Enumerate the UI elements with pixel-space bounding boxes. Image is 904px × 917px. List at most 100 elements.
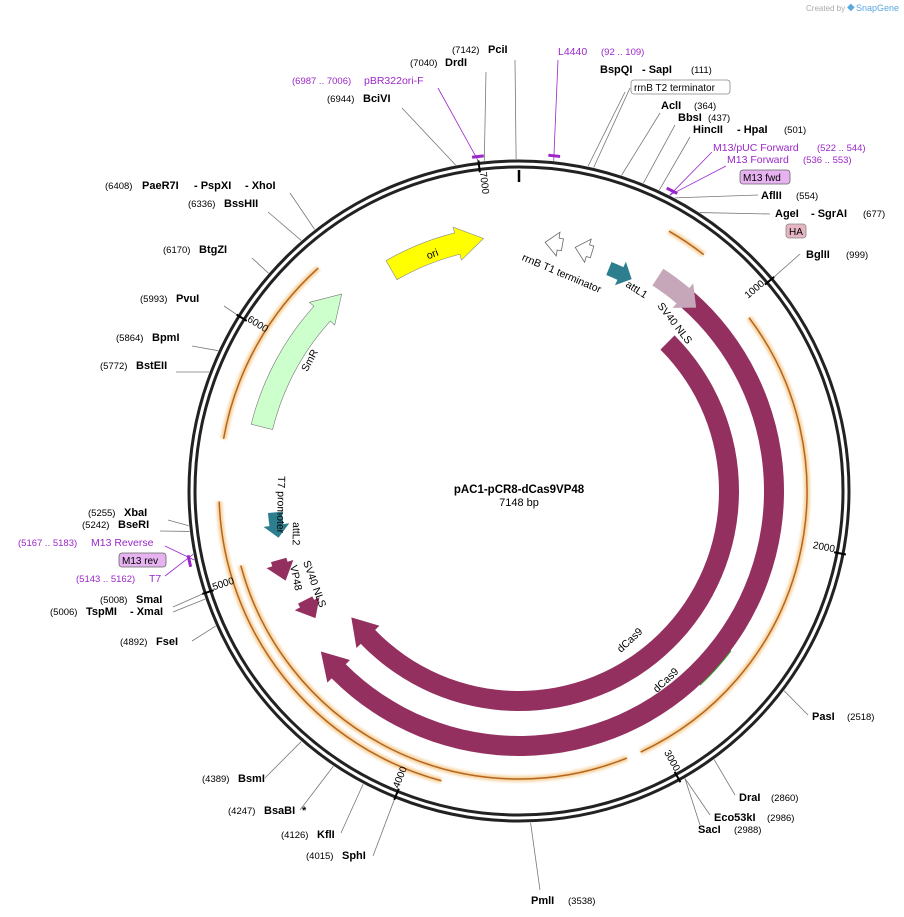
site-hincii-name: HincII [693,124,723,136]
attl1-label: attL1 [623,278,649,301]
primer-m13puc-pos: (522 .. 544) [817,143,866,154]
tick-mark-5000 [201,589,215,595]
tick-mark-1000 [764,276,775,286]
primer-t7-name: T7 [149,573,161,585]
vp48-arrow [294,596,320,619]
site-smai-name: SmaI [136,594,162,606]
plasmid-size: 7148 bp [499,497,539,509]
site-leader-13 [191,625,216,642]
dcas9-inner-band [351,335,740,712]
orange-arc-3 [222,267,319,440]
m13-fwd-label: M13 fwd [743,173,781,184]
ori-label: ori [425,247,440,262]
site-bseri-pos: (5242) [82,520,109,531]
m13-rev-label: M13 rev [122,556,158,567]
rrnb-t1-arrow [544,231,564,257]
site-leader-0 [514,59,517,160]
backbone-outer-ring [187,159,851,823]
site-paer7i-name: PaeR7I [142,180,179,192]
site-sphi-name: SphI [342,850,366,862]
site-eco53ki-name: Eco53kI [714,812,756,824]
tick-mark-3000 [673,771,682,783]
site-leader-18 [530,822,541,891]
orange-arc-4 [668,230,705,256]
site-drdi-pos: (7040) [410,58,437,69]
site-leader-4 [267,211,302,241]
primer-leader-3 [669,165,727,196]
site-bpmi-name: BpmI [152,332,180,344]
snapgene-logo-icon: ◆ [847,2,855,13]
site-acli-pos: (364) [694,101,716,112]
site-leader-29 [587,91,626,167]
site-pvui-name: PvuI [176,293,199,305]
site-xhoi-name: - XhoI [245,180,276,192]
site-leader-15 [299,765,334,811]
site-agei-name: AgeI [775,208,799,220]
site-bsmi-name: BsmI [238,773,265,785]
backbone-inner-ring [193,165,845,817]
tick-mark-6000 [236,313,248,322]
site-leader-11 [172,593,204,608]
primer-m13r-name: M13 Reverse [91,537,154,549]
site-sapi-name: - SapI [642,64,672,76]
m13-fwd-box [739,169,791,185]
site-leader-23 [773,253,801,278]
primer-mark-pbr322 [471,154,484,159]
site-hincii-pos: (501) [784,125,806,136]
primer-mark-l4440 [548,153,561,159]
m13-rev-box [118,552,167,568]
primer-m13f-pos: (536 .. 553) [803,155,852,166]
site-saci-pos: (2988) [734,825,761,836]
tick-label-3000: 3000 [661,749,682,774]
site-bcivi-name: BciVI [363,93,391,105]
t7-promoter-label: T7 promoter [274,476,287,534]
site-drai-name: DraI [739,792,760,804]
site-leader-30 [593,87,631,168]
site-leader-1 [483,71,487,161]
site-bseri-name: BseRI [118,519,149,531]
orange-arc-2 [218,501,442,782]
site-bglii-name: BglII [806,249,830,261]
site-leader-25 [674,194,759,199]
rrnb-t2-arrow [574,238,595,264]
site-fsei-name: FseI [156,636,178,648]
primer-pbr322-name: pBR322ori-F [364,75,424,87]
site-xbai-name: XbaI [124,507,147,519]
site-btgzi-pos: (6170) [163,245,190,256]
site-drai-pos: (2860) [771,793,798,804]
plasmid-name: pAC1-pCR8-dCas9VP48 [454,484,585,496]
site-drdi-name: DrdI [445,57,467,69]
site-bsteii-pos: (5772) [100,361,127,372]
sv40-nls-arrow-2 [266,557,294,581]
site-paer7i-pos: (6408) [105,181,132,192]
site-leader-21 [713,759,736,796]
primer-leader-1 [437,87,479,162]
site-leader-12 [172,598,206,613]
tick-mark-7000 [477,160,481,173]
site-leader-22 [783,690,809,716]
ha-box [785,223,807,239]
site-leader-26 [658,136,691,191]
attl1-arrow [606,261,632,286]
orange-arc-glow-2 [216,501,443,784]
site-pasi-name: PasI [812,711,835,723]
smr-arrow [250,293,343,430]
tick-label-5000: 5000 [211,576,236,593]
site-aflii-pos: (554) [796,191,818,202]
site-bbsi-name: BbsI [678,112,702,124]
primer-m13f-name: M13 Forward [727,154,789,166]
site-leader-14 [264,741,302,779]
primer-mark-m13r [186,555,193,568]
site-tspmi-pos: (5006) [50,607,77,618]
site-leader-3 [289,192,315,230]
site-acli-name: AclI [661,100,681,112]
primer-m13puc-name: M13/pUC Forward [713,142,799,154]
site-btgzi-name: BtgZI [199,244,227,256]
site-pasi-pos: (2518) [847,712,874,723]
site-pmli-name: PmlI [531,895,554,907]
tick-label-1000: 1000 [743,278,767,301]
credit-brand: SnapGene [856,3,899,13]
site-leader-28 [621,112,661,176]
site-sgrai-name: - SgrAI [811,208,847,220]
